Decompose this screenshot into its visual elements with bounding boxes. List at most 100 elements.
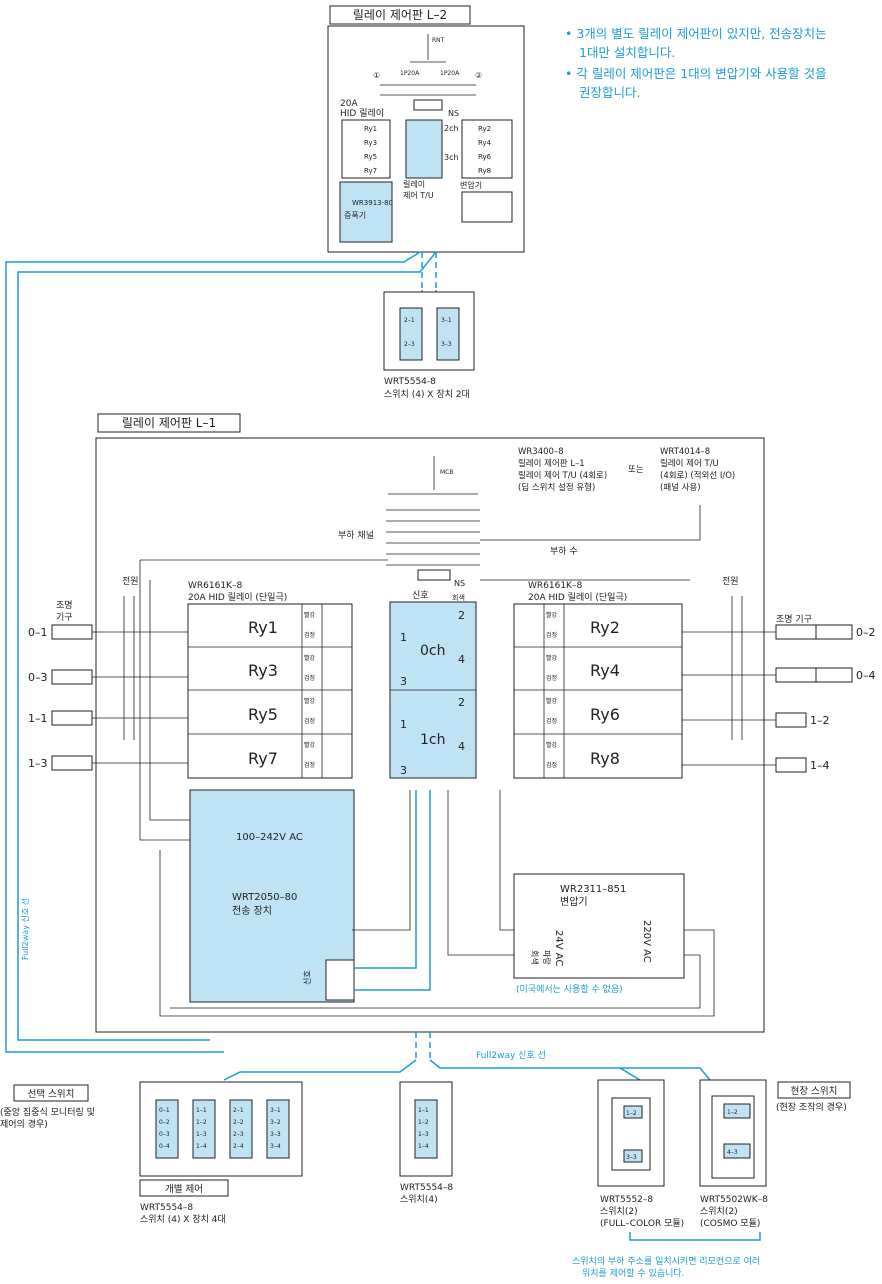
tu-0ch-n1: 1	[400, 631, 407, 644]
wr3400-d: (딥 스위치 설정 유형)	[518, 482, 595, 493]
left-black-1: 검정	[304, 632, 315, 639]
wr3400-b: 릴레이 제어판 L–1	[518, 458, 585, 469]
sw4-key-1-2: 1–2	[196, 1119, 207, 1126]
tu-1ch: 1ch	[420, 732, 445, 748]
fc-key-1: 1–2	[626, 1110, 637, 1117]
tu-0ch-n3: 3	[400, 675, 407, 688]
l2-hid2: HID 릴레이	[340, 108, 384, 119]
tu-1ch-n3: 3	[400, 764, 407, 777]
switch-wrt5554-x4: 0–1 0–2 0–3 0–4 1–1 1–2 1–3 1–4 2–1 2–2 …	[139, 1081, 303, 1225]
or-label: 또는	[628, 465, 644, 475]
out-0-1: 0–1	[28, 626, 48, 639]
wrt4014-a: WRT4014–8	[660, 447, 710, 457]
power-right: 전원	[722, 576, 739, 587]
note-1b: 1대만 설치합니다.	[579, 45, 675, 60]
l2-ry2: Ry2	[478, 125, 491, 133]
full2way-horizontal: Full2way 신호 선	[476, 1050, 546, 1061]
l2-tu2: 제어 T/U	[403, 190, 434, 200]
cosmo-key-1: 1–2	[727, 1109, 738, 1116]
wr3400-c: 릴레이 제어 T/U (4회로)	[518, 470, 607, 481]
internal-wires	[159, 790, 715, 1017]
cosmo-desc1: 스위치(2)	[700, 1205, 738, 1217]
l2-hid1: 20A	[340, 99, 358, 109]
site-switch-label: 현장 스위치 (현장 조작의 경우)	[776, 1081, 851, 1113]
l2-ry8: Ry8	[478, 167, 491, 175]
sw4-key-3-4: 3–4	[270, 1143, 281, 1150]
right-red-1: 빨강	[546, 611, 558, 619]
hid-right-desc: 20A HID 릴레이 (단일극)	[528, 592, 627, 603]
fc-key-2: 3–3	[626, 1154, 637, 1161]
left-black-4: 검정	[304, 762, 315, 769]
sw4-key-2-4: 2–4	[233, 1143, 244, 1150]
tu-gray: 회색	[452, 593, 465, 602]
tu-signal: 신호	[412, 590, 429, 601]
l2-signal-lines	[421, 252, 437, 296]
top-sw-k1: 2–1	[404, 317, 415, 324]
tu-0ch: 0ch	[420, 643, 445, 659]
select-switch-label: 선택 스위치 (중앙 집중식 모니터링 및 제어의 경우)	[0, 1084, 95, 1130]
site-desc: (현장 조작의 경우)	[776, 1101, 847, 1113]
l2-ry5: Ry5	[364, 153, 377, 161]
mcb-label: MCB	[440, 469, 453, 476]
sw4-model: WRT5554–8	[140, 1203, 193, 1213]
out-1-4: 1–4	[810, 759, 830, 772]
l2-p2: 1P20A	[440, 70, 460, 77]
tr-us-note: (미국에서는 사용할 수 없음)	[516, 984, 623, 995]
cosmo-key-2: 4–3	[727, 1149, 738, 1156]
l2-ry3: Ry3	[364, 139, 377, 147]
fixture-right: 조명 기구	[776, 614, 812, 625]
tr-220v: 220V AC	[641, 920, 652, 963]
right-black-1: 검정	[546, 632, 557, 639]
l2-ns: NS	[448, 109, 459, 118]
hid-right-model: WR6161K–8	[528, 581, 582, 591]
tu-1ch-n4: 4	[458, 740, 465, 753]
sw4-key-1-4: 1–4	[196, 1143, 207, 1150]
left-black-3: 검정	[304, 718, 315, 725]
top-sw-desc: 스위치 (4) X 장치 2대	[384, 388, 470, 400]
l2-c2: ②	[475, 71, 482, 80]
l2-c1: ①	[373, 71, 380, 80]
l2-p1: 1P20A	[400, 70, 420, 77]
l2-ry1: Ry1	[364, 125, 377, 133]
right-black-2: 검정	[546, 675, 557, 682]
right-red-3: 빨강	[546, 697, 558, 705]
sw4-key-3-2: 3–2	[270, 1119, 281, 1126]
single-key-2: 1–2	[418, 1119, 429, 1126]
full2way-vertical: Full2way 신호 선	[21, 898, 30, 960]
tu-0ch-n2: 2	[458, 609, 465, 622]
relay-control-tu: 신호 회색 0ch 1ch 1 3 2 4 1 3 2 4	[389, 590, 477, 779]
wrt4014-d: (패널 사용)	[660, 482, 701, 493]
fixtures-right: 0–2 0–4 1–2 1–4	[682, 624, 876, 773]
tr-24v: 24V AC	[553, 930, 564, 966]
single-key-1: 1–1	[418, 1107, 429, 1114]
note-2b: 권장합니다.	[579, 85, 640, 100]
ns-label: NS	[454, 579, 465, 588]
tr-name: 변압기	[560, 895, 588, 908]
single-key-4: 1–4	[418, 1143, 429, 1150]
relay-panel-l1: 릴레이 제어판 L–1 WR3400–8 릴레이 제어판 L–1 릴레이 제어 …	[28, 413, 876, 1033]
top-sw-k3: 3–1	[441, 317, 452, 324]
load-channel-label: 부하 채널	[338, 530, 374, 541]
l2-title: 릴레이 제어판 L–2	[353, 8, 447, 22]
l2-amp-name: 증폭기	[344, 211, 366, 220]
switch-wrt5554-single: 1–1 1–2 1–3 1–4 WRT5554–8 스위치(4)	[399, 1081, 453, 1205]
out-0-4: 0–4	[856, 669, 876, 682]
top-sw-k2: 2–3	[404, 341, 415, 348]
l2-3ch: 3ch	[444, 153, 459, 162]
l2-ry7: Ry7	[364, 167, 377, 175]
left-red-3: 빨강	[304, 697, 316, 705]
left-red-4: 빨강	[304, 741, 316, 749]
tu-1ch-n2: 2	[458, 696, 465, 709]
sw4-key-3-1: 3–1	[270, 1107, 281, 1114]
fixtures-left: 0–1 0–3 1–1 1–3	[28, 624, 188, 771]
remote-note-1: 스위치의 부하 주소를 일치시키면 리모컨으로 여러	[572, 1255, 760, 1267]
single-desc: 스위치(4)	[400, 1193, 438, 1205]
relay-ry3: Ry3	[248, 661, 278, 680]
out-1-1: 1–1	[28, 712, 48, 725]
top-sw-k4: 3–3	[441, 341, 452, 348]
left-red-2: 빨강	[304, 654, 316, 662]
sw4-key-1-1: 1–1	[196, 1107, 207, 1114]
note-1a: • 3개의 별도 릴레이 제어판이 있지만, 전송장치는	[565, 26, 827, 41]
tx-name: 전송 장치	[232, 905, 272, 917]
l2-ry4: Ry4	[478, 139, 492, 147]
